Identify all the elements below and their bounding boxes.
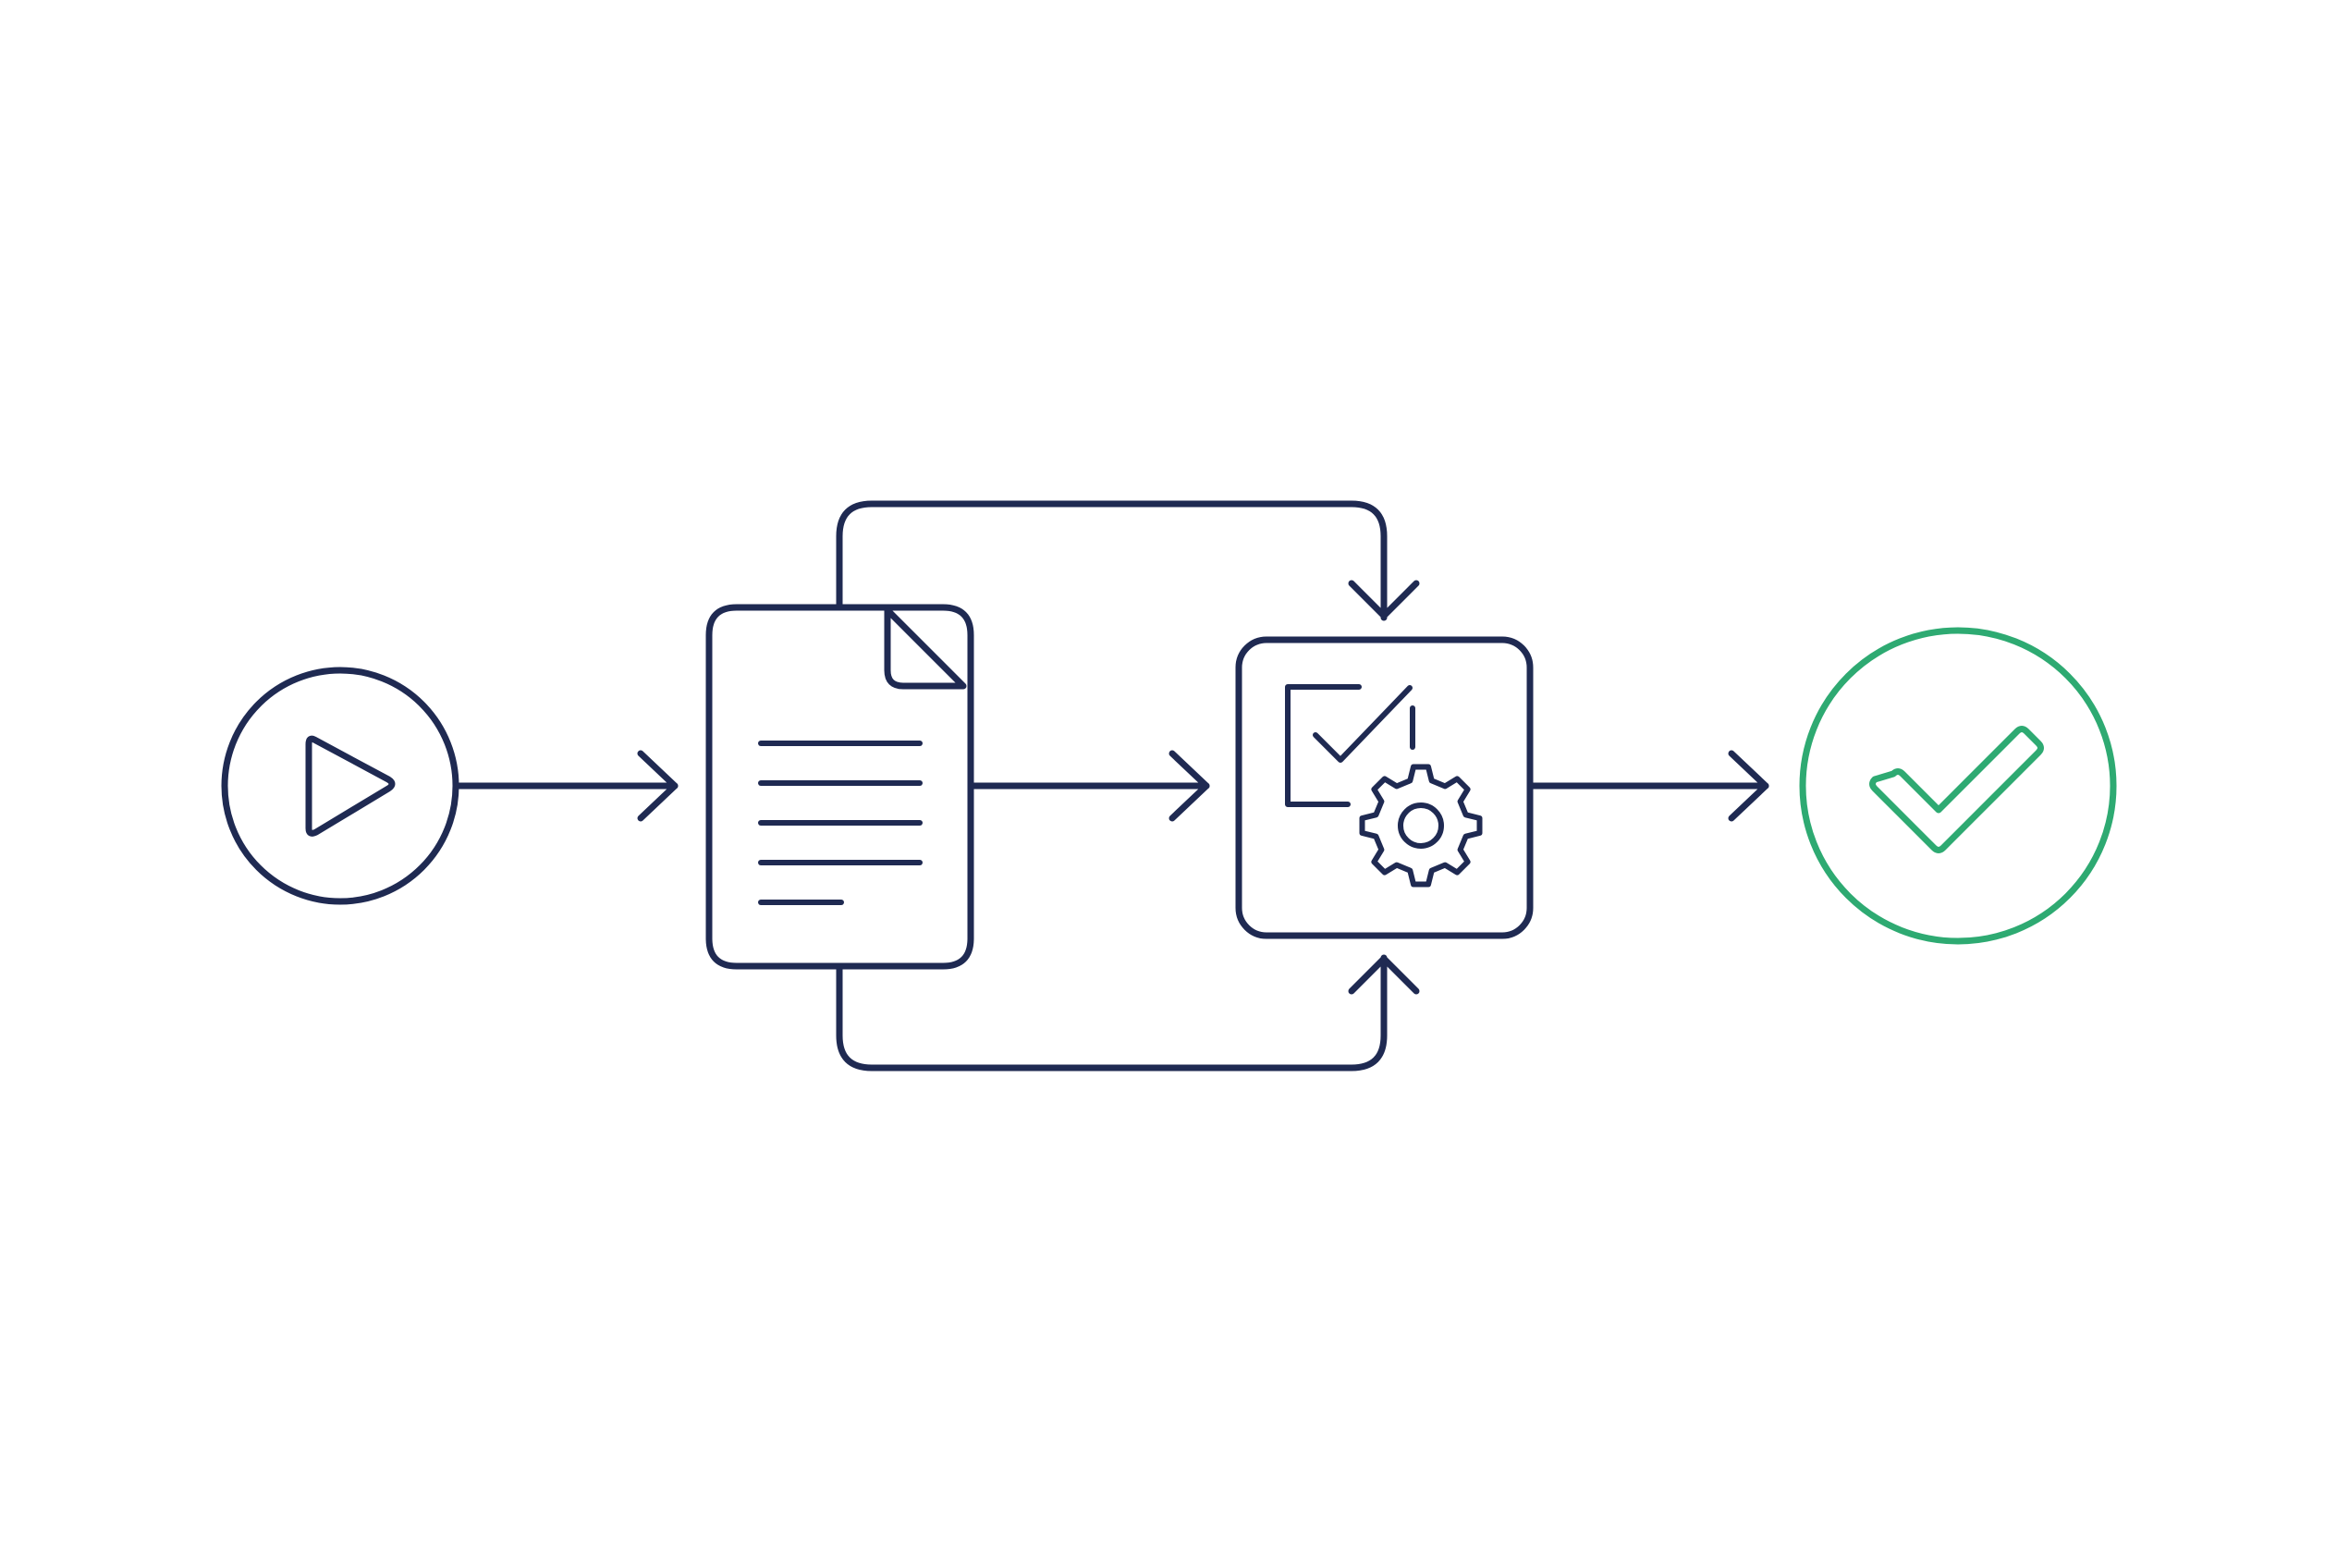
checklist-bracket bbox=[1285, 684, 1362, 807]
check-icon bbox=[1869, 726, 2044, 853]
gear-icon bbox=[1359, 764, 1483, 888]
start-node[interactable] bbox=[221, 667, 459, 905]
document-frame bbox=[705, 604, 974, 970]
validation-frame bbox=[1235, 636, 1534, 939]
complete-circle bbox=[1799, 627, 2117, 945]
page-fold-icon bbox=[884, 606, 967, 690]
arrowhead-icon bbox=[1348, 580, 1420, 619]
edge-validation-to-complete bbox=[1526, 750, 1769, 822]
edge-start-to-document bbox=[452, 750, 679, 822]
arrowhead-icon bbox=[1348, 955, 1420, 995]
document-node[interactable] bbox=[705, 604, 974, 970]
gear-hub bbox=[1398, 802, 1444, 849]
connector-line bbox=[836, 500, 1388, 621]
checkmark-icon bbox=[1313, 685, 1413, 763]
edge-document-to-validation bbox=[967, 750, 1210, 822]
arrowhead-icon bbox=[637, 750, 679, 822]
complete-node[interactable] bbox=[1799, 627, 2117, 945]
connector-line bbox=[836, 954, 1388, 1072]
validation-node[interactable] bbox=[1235, 636, 1534, 939]
edge-document-to-validation-bottom bbox=[836, 954, 1420, 1072]
arrowhead-icon bbox=[1168, 750, 1210, 822]
arrowhead-icon bbox=[1728, 750, 1769, 822]
play-icon bbox=[305, 735, 396, 837]
edge-document-to-validation-top bbox=[836, 500, 1420, 621]
start-circle bbox=[221, 667, 459, 905]
